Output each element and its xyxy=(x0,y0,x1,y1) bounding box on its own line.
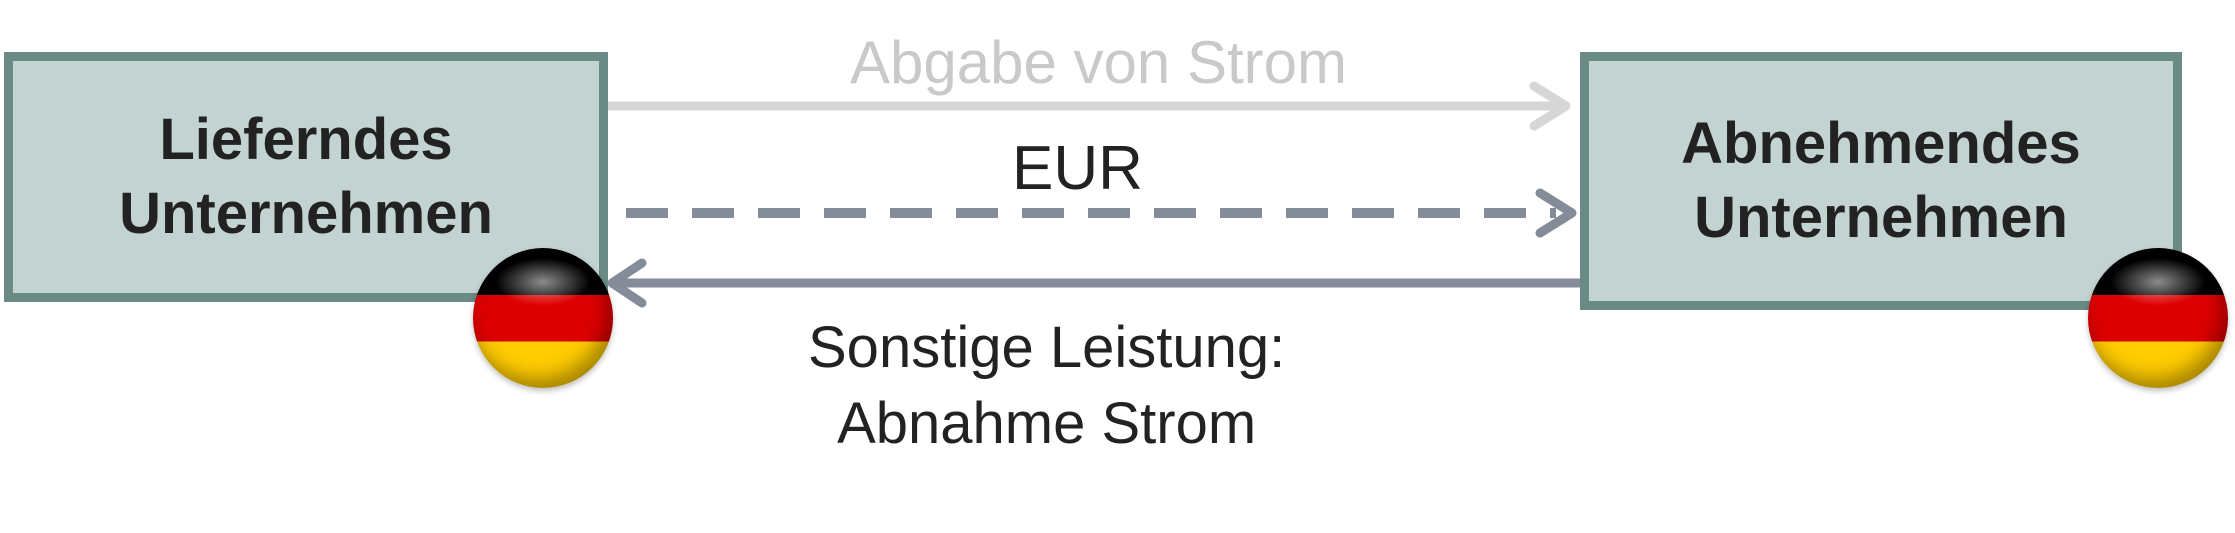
return-label-line2: Abnahme Strom xyxy=(837,391,1257,456)
return-arrow xyxy=(607,258,1580,308)
supplier-label-line2: Unternehmen xyxy=(119,181,493,246)
germany-flag-icon xyxy=(2088,248,2228,388)
supplier-label-line1: Lieferndes xyxy=(159,107,453,172)
buyer-box: Abnehmendes Unternehmen xyxy=(1580,52,2182,310)
return-label: Sonstige Leistung: Abnahme Strom xyxy=(808,310,1285,462)
payment-label: EUR xyxy=(1012,134,1143,203)
buyer-label-line2: Unternehmen xyxy=(1694,185,2068,250)
payment-arrow xyxy=(626,188,1577,238)
buyer-label-line1: Abnehmendes xyxy=(1681,111,2081,176)
supply-label: Abgabe von Strom xyxy=(850,29,1347,96)
supply-arrow xyxy=(608,81,1571,131)
germany-flag-icon xyxy=(473,248,613,388)
return-label-line1: Sonstige Leistung: xyxy=(808,315,1286,380)
supplier-box: Lieferndes Unternehmen xyxy=(4,52,608,302)
